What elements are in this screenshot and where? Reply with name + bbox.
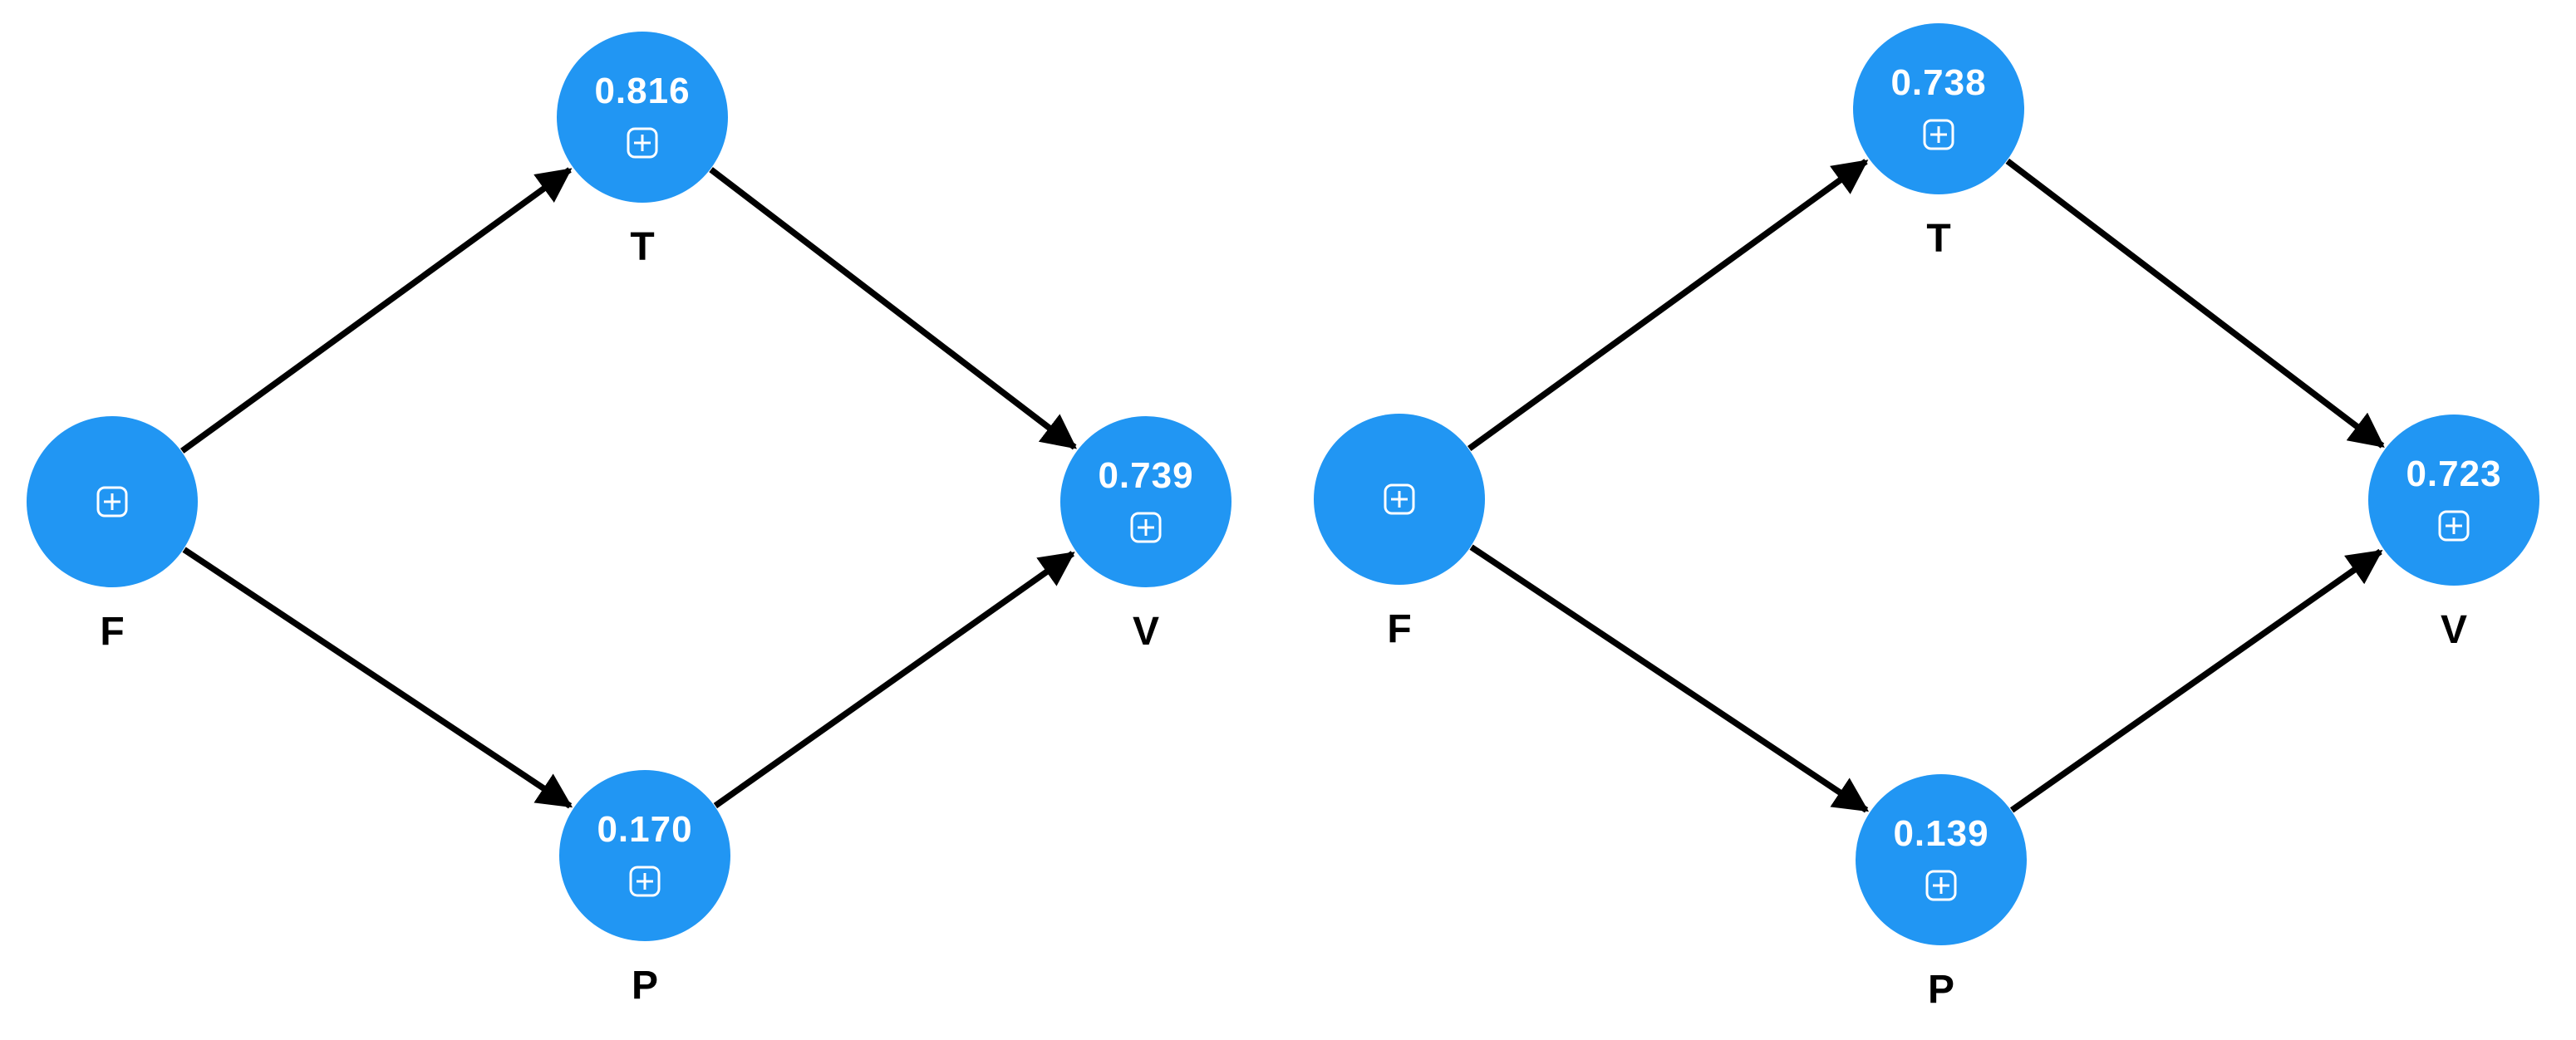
expand-plus-square-icon[interactable] — [1382, 482, 1417, 517]
node-label: T — [630, 225, 655, 269]
node-label: F — [1387, 607, 1412, 651]
node-P-right[interactable]: 0.139 P — [1856, 774, 2027, 1023]
node-V-right[interactable]: 0.723 V — [2368, 415, 2539, 664]
node-label: V — [1132, 610, 1159, 654]
expand-plus-square-icon[interactable] — [2436, 508, 2471, 543]
path-arrow-model-right-F-P[interactable] — [1469, 544, 1870, 813]
expand-plus-square-icon[interactable] — [1921, 117, 1956, 152]
expand-plus-square-icon[interactable] — [1128, 510, 1163, 545]
node-value: 0.723 — [2406, 454, 2502, 494]
node-label: P — [631, 964, 658, 1008]
path-arrow-model-left-T-V[interactable] — [709, 167, 1077, 450]
latent-variable-circle[interactable] — [27, 416, 198, 587]
path-arrow-model-right-T-V[interactable] — [2005, 158, 2385, 449]
latent-variable-circle[interactable]: 0.139 — [1856, 774, 2027, 945]
path-arrow-model-right-P-V[interactable] — [2009, 548, 2383, 813]
node-label: F — [100, 610, 125, 654]
node-F-right[interactable]: F — [1314, 414, 1485, 663]
latent-variable-circle[interactable]: 0.723 — [2368, 415, 2539, 586]
node-value: 0.816 — [594, 71, 691, 111]
node-F-left[interactable]: F — [27, 416, 198, 665]
latent-variable-circle[interactable]: 0.739 — [1060, 416, 1231, 587]
expand-plus-square-icon[interactable] — [1924, 868, 1959, 903]
path-arrow-model-left-P-V[interactable] — [713, 551, 1075, 809]
node-value: 0.170 — [597, 809, 693, 850]
node-label: V — [2440, 608, 2467, 652]
latent-variable-circle[interactable]: 0.170 — [559, 770, 730, 941]
node-label: T — [1926, 217, 1951, 261]
node-V-left[interactable]: 0.739 V — [1060, 416, 1231, 665]
node-value: 0.739 — [1098, 455, 1194, 496]
node-P-left[interactable]: 0.170 P — [559, 770, 730, 1019]
expand-plus-square-icon[interactable] — [95, 484, 130, 519]
latent-variable-circle[interactable]: 0.816 — [557, 32, 728, 203]
latent-variable-circle[interactable]: 0.738 — [1853, 23, 2024, 194]
node-value: 0.139 — [1893, 813, 1989, 854]
expand-plus-square-icon[interactable] — [625, 125, 660, 160]
node-T-right[interactable]: 0.738 T — [1853, 23, 2024, 272]
path-arrow-model-left-F-T[interactable] — [179, 167, 573, 454]
node-label: P — [1927, 968, 1954, 1012]
latent-variable-circle[interactable] — [1314, 414, 1485, 585]
path-arrow-model-right-F-T[interactable] — [1467, 159, 1869, 452]
path-arrow-model-left-F-P[interactable] — [182, 547, 573, 809]
expand-plus-square-icon[interactable] — [627, 864, 662, 899]
node-value: 0.738 — [1890, 62, 1987, 103]
node-T-left[interactable]: 0.816 T — [557, 32, 728, 281]
